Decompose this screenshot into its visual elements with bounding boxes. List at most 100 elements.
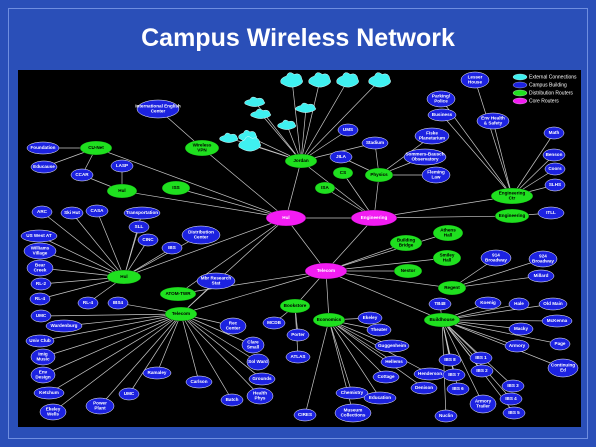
node-shape-building (508, 322, 534, 336)
network-node-distribution: Jordan (284, 153, 318, 169)
node-label: JILA (336, 154, 347, 159)
node-shape-building (403, 148, 447, 166)
network-node-building: IBS (161, 241, 183, 255)
node-shape-building (538, 297, 568, 311)
network-node-distribution: Regent (437, 280, 467, 296)
network-node-building: Cottage (372, 370, 400, 384)
node-shape-building (246, 387, 274, 405)
node-label: Porter (291, 332, 305, 337)
network-node-building: IBS 4 (499, 392, 523, 406)
node-shape-building (337, 123, 359, 137)
node-label: Batch (226, 397, 239, 402)
network-node-building: IBS 2 (470, 364, 494, 378)
node-label: Foundation (30, 145, 55, 150)
network-node-building: IBS 5 (502, 406, 526, 420)
network-node-external (295, 102, 317, 113)
node-shape-building (480, 249, 512, 267)
node-label: ARC (37, 209, 48, 214)
network-link-d_engcenter-b_business (441, 114, 513, 197)
network-link-core1-d_hul (121, 190, 287, 219)
node-shape-building (428, 297, 452, 311)
network-node-building: Hellems (380, 355, 408, 369)
node-shape-building (542, 148, 566, 162)
node-label: IBS 7 (448, 372, 460, 377)
network-link-d_economics-b_chem (328, 319, 353, 394)
node-shape-building (434, 409, 458, 423)
node-shape-building (161, 241, 183, 255)
node-label: Engineering (499, 213, 526, 218)
network-node-external (250, 108, 272, 119)
node-shape-building (39, 403, 67, 421)
network-node-distribution: Physics (364, 167, 394, 183)
node-shape-building (26, 259, 54, 277)
node-label: SLHS (549, 182, 561, 187)
node-label: IBS4 (113, 300, 124, 305)
node-shape-building (33, 386, 65, 400)
node-shape-core (350, 209, 398, 227)
network-link-d_regent-b_millard (451, 275, 542, 289)
network-link-d_jordan-e1 (291, 79, 302, 162)
node-label: Guggenheim (378, 343, 406, 348)
network-link-core1-d_wcv (201, 147, 287, 219)
network-node-building: LASP (110, 159, 134, 173)
node-shape-core (304, 262, 348, 280)
node-shape-distribution (389, 234, 423, 252)
network-link-d_telcom-b_grounds (180, 313, 263, 380)
node-shape-building (219, 317, 247, 335)
node-shape-building (469, 351, 493, 365)
node-label: Ski Hut (64, 210, 80, 215)
node-shape-building (142, 366, 172, 380)
node-label: Nuclin (439, 413, 453, 418)
node-label: Sol Ward (248, 359, 268, 364)
node-label: Physics (370, 172, 388, 177)
network-link-d_telcom-b_carlson (180, 313, 200, 383)
network-link-core3-d_fiction (325, 270, 443, 321)
network-node-building: IBS 3 (501, 379, 525, 393)
legend-label: Distribution Routers (529, 90, 573, 96)
node-shape-building (128, 220, 150, 234)
network-node-building: US West AT (20, 229, 58, 243)
node-label: Ketchum (39, 390, 59, 395)
node-shape-building (30, 348, 56, 366)
cloud-icon (308, 72, 331, 88)
network-node-building: UMS (337, 123, 359, 137)
node-label: RL-4 (35, 296, 46, 301)
node-shape-building (23, 242, 57, 260)
node-shape-building (241, 336, 265, 354)
network-link-d_rwr-b_casa (96, 210, 125, 278)
network-node-building: Armory (504, 339, 530, 353)
node-shape-distribution (106, 269, 142, 285)
node-label: ISA (321, 185, 329, 190)
node-label: McKenna (547, 318, 568, 323)
network-node-building: Educause (30, 160, 58, 174)
network-node-core: Hul (265, 209, 307, 227)
node-shape-building (544, 178, 566, 192)
node-shape-building (329, 150, 353, 164)
network-node-building: Chemistry (335, 386, 369, 400)
node-label: CIRES (298, 412, 312, 417)
node-shape-building (20, 229, 58, 243)
network-node-building: Guggenheim (374, 339, 410, 353)
node-shape-building (363, 391, 397, 405)
network-node-building: ATLAS (285, 350, 311, 364)
node-label: IBS 8 (444, 357, 456, 362)
node-label: Chemistry (341, 390, 364, 395)
node-label: Univ Club (29, 338, 51, 343)
node-shape-building (110, 159, 134, 173)
node-shape-building (45, 319, 83, 333)
